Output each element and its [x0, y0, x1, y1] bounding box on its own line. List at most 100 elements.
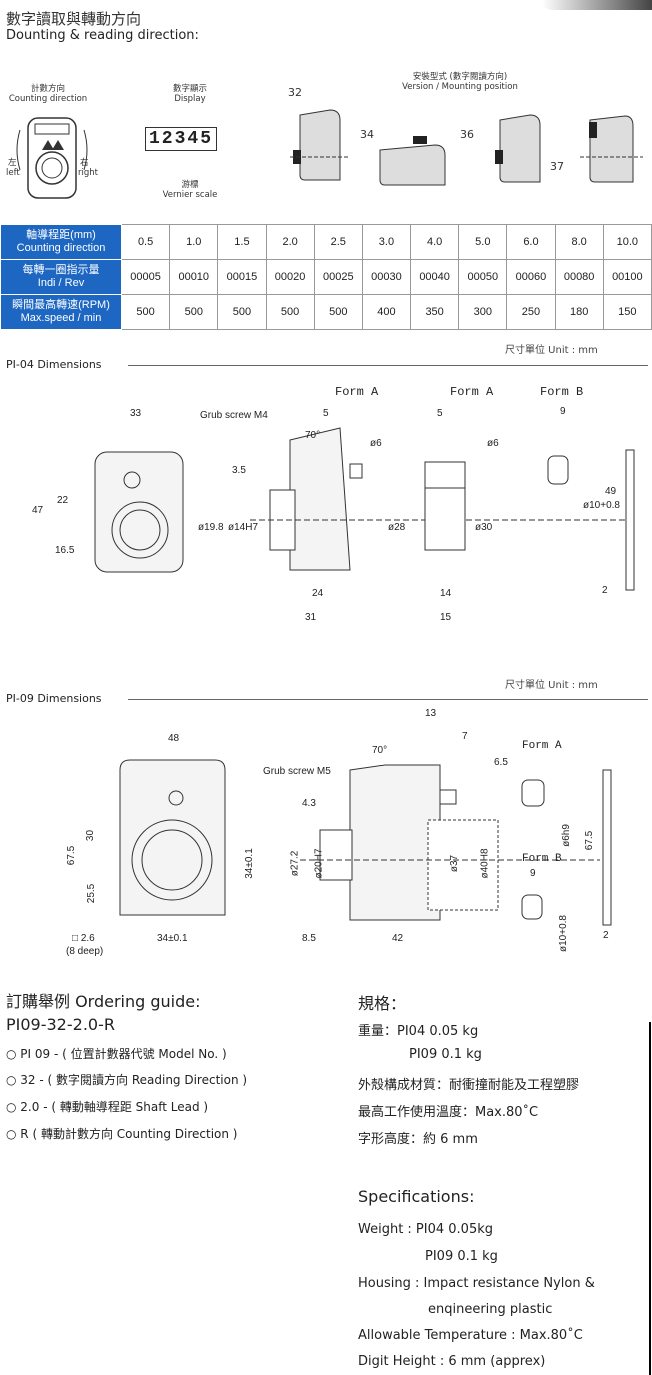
spec-en-temp: Allowable Temperature : Max.80˚C: [358, 1328, 583, 1343]
pi04-dim-49: 49: [605, 486, 617, 497]
pi09-dim-67-5b: 67.5: [584, 830, 596, 851]
pi09-dim-34-v: 34±0.1: [243, 848, 255, 879]
table-unit: 尺寸單位 Unit : mm: [505, 345, 598, 356]
spec-en-title: Specifications:: [358, 1187, 475, 1206]
display-label-en: Display: [174, 94, 206, 104]
table-cell: 00005: [120, 259, 171, 295]
pi04-dim-d6a: ø6: [370, 438, 382, 449]
ordering-title: 訂購舉例 Ordering guide:: [6, 992, 201, 1011]
pi09-dim-7: 7: [462, 731, 468, 742]
spec-en-digit: Digit Height : 6 mm (apprex): [358, 1354, 546, 1369]
table-cell: 300: [458, 294, 508, 330]
pi09-drawing: [119, 759, 612, 926]
ordering-item-2: ○ 32 - ( 數字閱讀方向 Reading Direction ): [6, 1073, 248, 1087]
mount-label-zh: 安裝型式 (數字閱讀方向): [412, 72, 508, 82]
pi09-dim-67-5: 67.5: [66, 845, 78, 866]
spec-en-housing: Housing : Impact resistance Nylon &: [358, 1276, 595, 1291]
pi09-dim-d20: ø20H7: [313, 848, 325, 879]
pi04-divider: [128, 365, 648, 366]
table-cell: 00080: [554, 259, 604, 295]
mount-label-en: Version / Mounting position: [402, 82, 518, 92]
table-cell: 00030: [361, 259, 412, 295]
pi09-dim-d6: ø6h9: [560, 824, 572, 847]
pi04-dim-d30: ø30: [475, 522, 493, 533]
right-label-zh: 右: [80, 158, 89, 168]
pi04-dim-14: 14: [440, 588, 452, 599]
spec-zh-housing: 外殼構成材質：耐衝撞耐能及工程塑膠: [358, 1078, 580, 1093]
pi09-dim-d37: ø37: [449, 854, 461, 873]
table-cell: 8.0: [554, 224, 604, 260]
table-cell: 1.5: [217, 224, 267, 260]
table-cell: 00050: [458, 259, 508, 295]
table-row-header: 瞬間最高轉速(RPM)Max.speed / min: [0, 294, 122, 330]
pi04-dim-24: 24: [312, 588, 324, 599]
pi09-form-b: Form B: [522, 853, 562, 865]
table-cell: 500: [169, 294, 219, 330]
pi04-form-b: Form B: [540, 385, 584, 399]
spec-zh-weight-pi09: PI09 0.1 kg: [409, 1047, 482, 1062]
page-title-en: Dounting & reading direction:: [6, 28, 199, 43]
ordering-code: PI09-32-2.0-R: [6, 1015, 115, 1034]
pi09-dim-48: 48: [168, 733, 180, 744]
pi09-dim-8-5: 8.5: [302, 933, 316, 944]
pi04-dim-height: 47: [32, 505, 44, 516]
pi04-dim-d14: ø14H7: [228, 522, 259, 533]
spec-en-weight-pi09: PI09 0.1 kg: [425, 1249, 498, 1264]
table-cell: 150: [602, 294, 652, 330]
table-cell: 500: [265, 294, 315, 330]
table-cell: 1.0: [169, 224, 219, 260]
counting-direction-label-zh: 計數方向: [30, 84, 65, 94]
pi09-dim-angle: 70°: [372, 745, 388, 756]
ordering-item-3: ○ 2.0 - ( 轉動軸導程距 Shaft Lead ): [6, 1100, 209, 1114]
table-cell: 00010: [169, 259, 219, 295]
table-cell: 2.5: [313, 224, 363, 260]
table-cell: 500: [120, 294, 171, 330]
ordering-item-1: ○ PI 09 - ( 位置計數器代號 Model No. ): [6, 1047, 227, 1061]
pi04-form-a-1: Form A: [335, 385, 379, 399]
pi09-dim-13: 13: [425, 708, 437, 719]
table-cell: 400: [361, 294, 412, 330]
pi09-divider: [128, 699, 648, 700]
pi09-dim-2: 2: [603, 930, 609, 941]
mounting-versions-diagram: [290, 109, 643, 186]
table-cell: 00060: [506, 259, 556, 295]
pi09-title: PI-09 Dimensions: [6, 692, 102, 705]
pi04-dim-31: 31: [305, 612, 317, 623]
table-cell: 500: [217, 294, 267, 330]
table-cell: 00100: [602, 259, 652, 295]
pi04-dim-16-5: 16.5: [55, 545, 75, 556]
table-cell: 4.0: [410, 224, 460, 260]
pi04-dim-9: 9: [560, 406, 566, 417]
spec-zh-title: 規格：: [358, 994, 407, 1013]
pi09-form-a: Form A: [522, 740, 562, 752]
mount-label-37: 37: [550, 160, 564, 173]
pi04-dim-d19-8: ø19.8: [198, 522, 224, 533]
pi04-dim-22: 22: [57, 495, 69, 506]
table-cell: 00020: [265, 259, 315, 295]
table-cell: 0.5: [120, 224, 171, 260]
pi04-dim-width: 33: [130, 408, 142, 419]
pi09-dim-d10: ø10+0.8: [557, 915, 569, 952]
pi04-form-a-2: Form A: [450, 385, 494, 399]
table-cell: 10.0: [602, 224, 652, 260]
mount-label-32: 32: [288, 86, 302, 99]
pi04-dim-angle: 70°: [305, 430, 321, 441]
pi09-dim-square: □ 2.6: [72, 933, 95, 944]
table-cell: 00025: [313, 259, 363, 295]
ordering-item-4: ○ R ( 轉動計數方向 Counting Direction ): [6, 1127, 238, 1141]
spec-en-weight: Weight : PI04 0.05kg: [358, 1222, 494, 1237]
vernier-label-zh: 游標: [181, 180, 199, 190]
table-cell: 250: [506, 294, 556, 330]
pi04-drawing: [94, 427, 635, 591]
right-edge-line: [649, 1022, 651, 1375]
display-digits: 12345: [145, 127, 218, 151]
table-cell: 00040: [410, 259, 460, 295]
pi09-unit: 尺寸單位 Unit : mm: [505, 680, 598, 691]
pi09-dim-34-h: 34±0.1: [157, 933, 188, 944]
pi04-title: PI-04 Dimensions: [6, 358, 102, 371]
